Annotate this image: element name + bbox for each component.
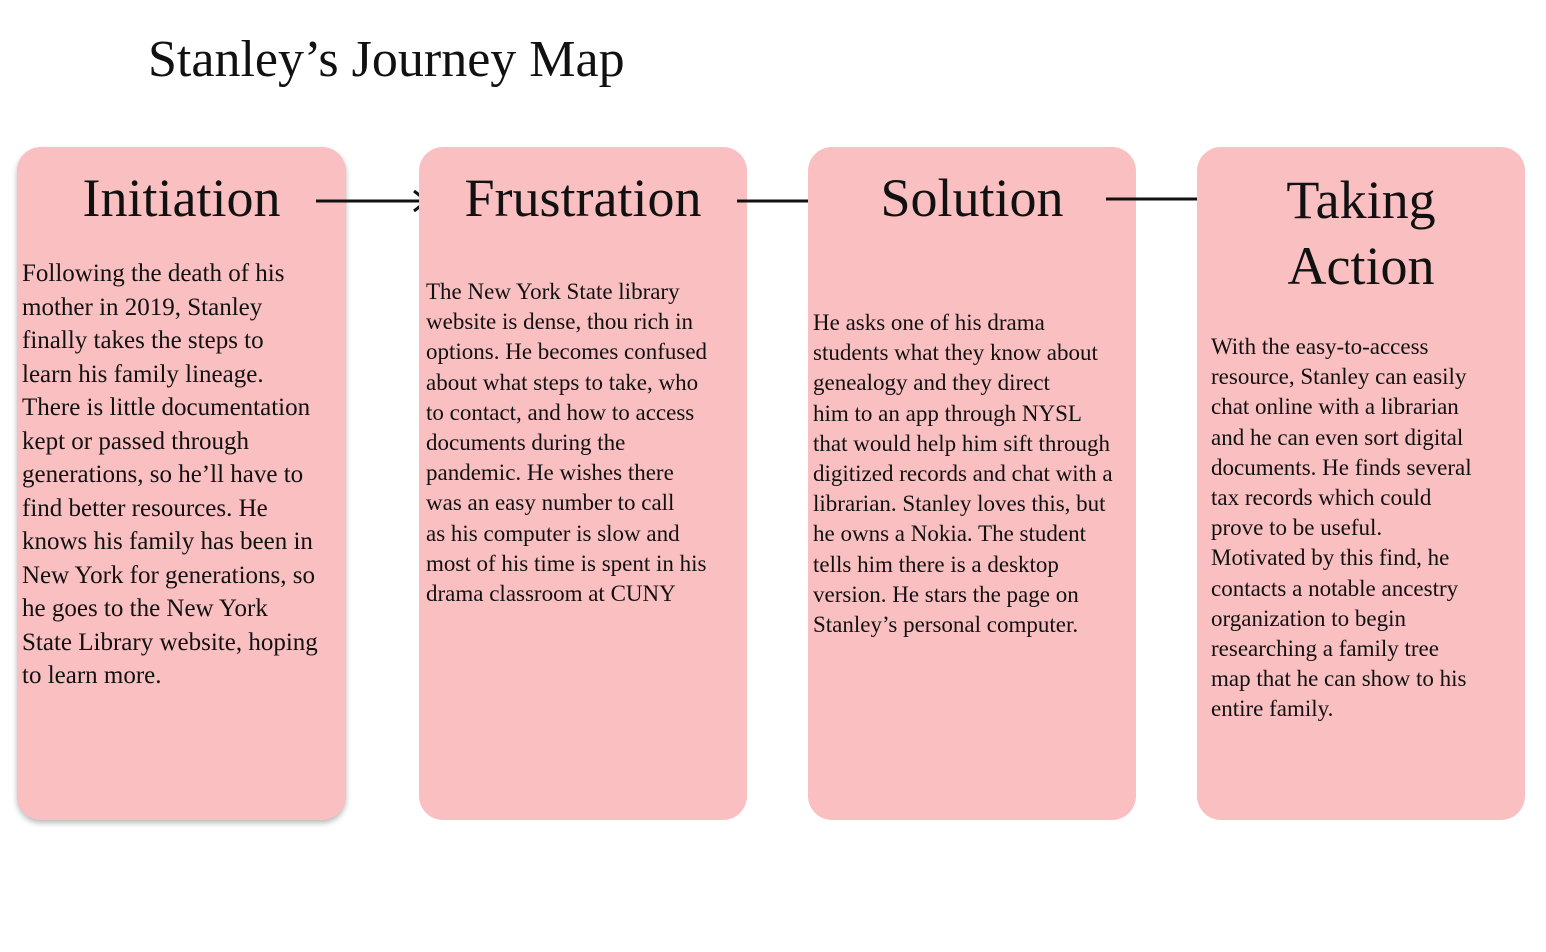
stage-card-frustration: Frustration The New York State library w… <box>419 147 747 820</box>
stage-title: Frustration <box>464 168 702 228</box>
stage-card-taking-action: Taking Action With the easy-to-access re… <box>1197 147 1525 820</box>
stage-description: With the easy-to-access resource, Stanle… <box>1211 334 1472 722</box>
stage-card-initiation: Initiation Following the death of his mo… <box>17 147 346 820</box>
right-arrow-icon <box>316 189 430 213</box>
stage-title: Initiation <box>82 168 281 228</box>
page-title: Stanley’s Journey Map <box>148 31 625 88</box>
stage-title: Solution <box>880 168 1064 228</box>
stage-title: Taking Action <box>1286 170 1436 296</box>
stage-description: The New York State library website is de… <box>426 279 708 607</box>
stage-description: Following the death of his mother in 201… <box>22 260 318 689</box>
stage-description: He asks one of his drama students what t… <box>813 310 1113 638</box>
stage-card-solution: Solution He asks one of his drama studen… <box>808 147 1136 820</box>
